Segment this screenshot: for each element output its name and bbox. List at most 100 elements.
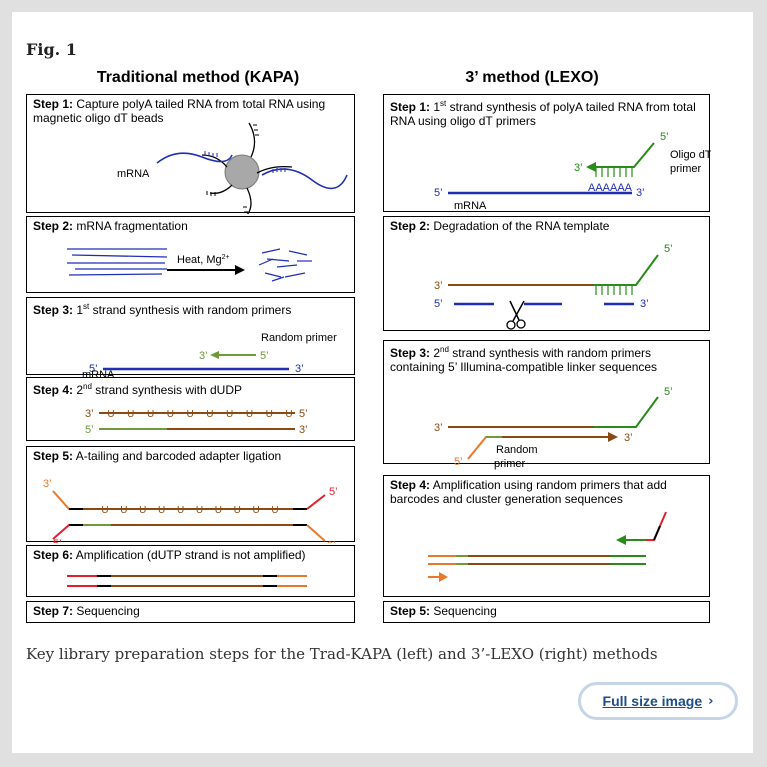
adapter-3-prime-label: 3’ [43,478,52,490]
right-step-3-box: Step 3: 2nd strand synthesis with random… [383,340,710,470]
figure-caption: Key library preparation steps for the Tr… [26,645,658,663]
mrna-label: mRNA [117,168,150,180]
primer-5-prime-label: 5’ [260,350,269,362]
right-step-1-box: Step 1: 1st strand synthesis of polyA ta… [383,94,711,212]
primer-arrow-head [210,351,219,359]
left-step-2-text: Step 2: mRNA fragmentation [33,219,188,233]
magnetic-bead [224,154,260,190]
polyA-capture-diagram: mRNA [117,122,348,214]
primer-label: primer [494,458,526,470]
barcode-primer-red [636,511,667,541]
uracil-mark: U [101,505,108,516]
random-label: Random [496,444,538,456]
left-column-title: Traditional method (KAPA) [96,69,300,86]
left-step-5-box: Step 5: A-tailing and barcoded adapter l… [26,446,355,543]
left-step-1-box: Step 1: Capture polyA tailed RNA from to… [26,94,355,214]
uracil-mark: U [139,505,146,516]
chevron-right-icon: › [708,693,714,709]
adapter-orange [306,524,326,542]
fragmented-mrna [258,248,312,282]
scissors-icon [506,300,526,330]
adapter-red [306,494,326,510]
left-step-3-text: Step 3: 1st strand synthesis with random… [33,302,292,317]
bead-linker [256,165,293,174]
right-step-2-text: Step 2: Degradation of the RNA template [390,219,610,233]
primer-arrow-head [586,162,596,172]
primer-5-prime-label: 5’ [664,386,673,398]
right-step-4-box: Step 4: Amplification using random prime… [383,475,710,597]
uracil-mark: U [127,409,134,420]
full-size-image-button[interactable]: Full size image › [578,682,738,720]
oligo-dt-ticks [595,167,633,177]
heat-label: Heat, Mg2+ [177,254,230,266]
oligo-dt-priming-diagram: 5’ 3’ Oligo dT primer 5’ AAAAAA 3’ mRNA [434,131,711,212]
left-step-2-box: Step 2: mRNA fragmentation Heat, Mg2+ [26,216,355,293]
primer-5-prime-label: 5’ [660,131,669,143]
right-step-3-text: Step 3: 2nd strand synthesis with random… [390,345,658,374]
uracil-mark: U [234,505,241,516]
oligo-dt-ticks [595,285,633,295]
uracil-mark: U [266,409,273,420]
oligo-dt-primer [594,396,659,428]
uracil-mark: U [167,409,174,420]
mrna-label: mRNA [454,200,487,212]
uracil-mark: U [107,409,114,420]
barcode-amplification-diagram [428,511,667,582]
primer-arrow-head [616,535,626,545]
primer-3-prime-label: 3’ [199,350,208,362]
uracil-mark: U [252,505,259,516]
polyA-hybrid [204,151,286,173]
adapter-orange [52,490,83,510]
extension-arrow-head [608,432,618,442]
left-step-4-box: Step 4: 2nd strand synthesis with dUDP 3… [26,377,355,441]
left-step-6-box: Step 6: Amplification (dUTP strand is no… [26,545,355,597]
right-step-1-text: Step 1: 1st strand synthesis of polyA ta… [390,99,696,128]
mrna-5-prime-label: 5’ [434,187,443,199]
right-step-5-box: Step 5: Sequencing [383,601,710,623]
mrna-strand [261,168,348,190]
bead-linker [209,184,233,194]
right-step-2-box: Step 2: Degradation of the RNA template … [383,216,710,331]
uracil-mark: U [215,505,222,516]
figure-label: Fig. 1 [26,40,77,59]
uracil-mark: U [120,505,127,516]
left-step-5-text: Step 5: A-tailing and barcoded adapter l… [33,449,282,463]
bead-linker [246,187,252,214]
adapter-5-prime-label: 5’ [329,486,338,498]
left-step-7-box: Step 7: Sequencing [26,601,355,623]
uracil-mark: U [147,409,154,420]
polyA-tail-label: AAAAAA [588,182,633,194]
adapter-red [52,524,83,540]
uracil-mark: U [186,409,193,420]
fragmentation-diagram: Heat, Mg2+ [67,248,312,282]
first-strand-diagram: Random primer 3’ 5’ 5’ 3’ [89,332,337,375]
bottom-5-prime-label: 5’ [85,424,94,436]
bottom-3-prime-label: 3’ [299,424,308,436]
linker-5-prime-label: 5’ [454,456,463,465]
extension-3-prime-label: 3’ [624,432,633,444]
rna-degradation-diagram: 5’ 3’ 5’ 3’ [434,243,673,330]
uracil-mark: U [226,409,233,420]
left-step-6-text: Step 6: Amplification (dUTP strand is no… [33,548,306,562]
uracil-mark: U [206,409,213,420]
bead-linker [201,154,228,168]
oligo-dt-primer [596,142,655,168]
arrow-head [235,265,245,275]
cdna-3-prime-label: 3’ [434,280,443,292]
uracil-mark: U [196,505,203,516]
bead-linker [248,122,256,158]
full-size-image-link[interactable]: Full size image [602,693,703,709]
mrna-5-prime-label: 5’ [89,363,98,375]
mrna-3-prime-label: 3’ [295,363,304,375]
random-primer-label: Random primer [261,332,337,344]
oligo-dt-primer [594,254,659,286]
right-step-4-text: Step 4: Amplification using random prime… [390,478,667,506]
oligo-dt-label: Oligo dT [670,149,711,161]
uracil-mark: U [285,409,292,420]
left-step-3-box: Step 3: 1st strand synthesis with random… [26,297,355,381]
second-strand-linker-diagram: 5’ 3’ 3’ 5’ Random [434,386,673,465]
figure-card: Fig. 1 Traditional method (KAPA) 3’ meth… [12,12,753,753]
uracil-mark: U [246,409,253,420]
